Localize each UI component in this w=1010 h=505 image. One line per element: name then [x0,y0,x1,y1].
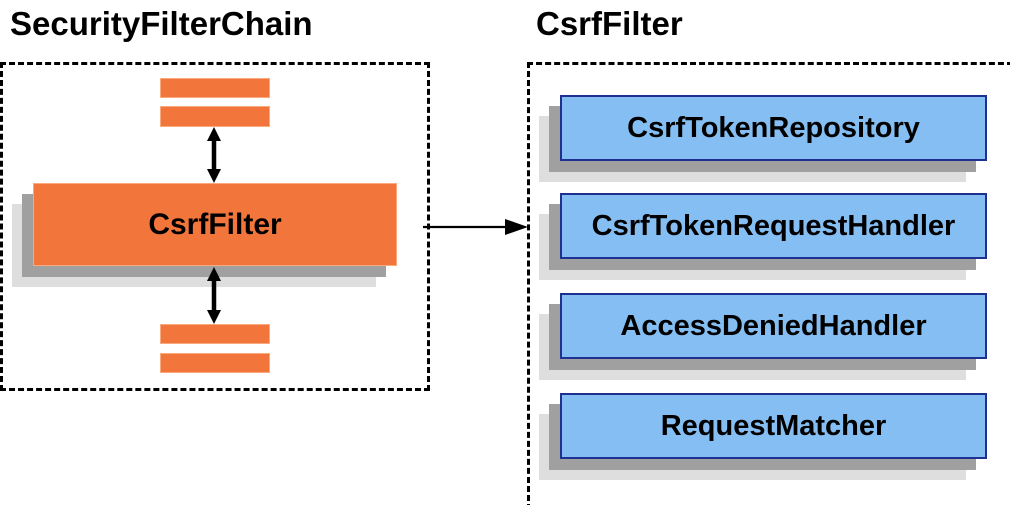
component-label: CsrfTokenRequestHandler [591,209,956,242]
component-label: CsrfTokenRepository [627,111,920,144]
filter-placeholder-bar [160,106,270,127]
flow-arrow-icon [423,219,528,235]
double-arrow-icon [207,127,221,183]
component-node-csrf-token-repository: CsrfTokenRepository [560,95,987,161]
component-label: RequestMatcher [660,409,887,442]
filter-placeholder-bar [160,353,270,373]
right-panel-title: CsrfFilter [536,5,683,42]
csrf-filter-node-label: CsrfFilter [148,207,282,241]
filter-placeholder-bar [160,324,270,344]
csrf-filter-node: CsrfFilter [33,183,397,266]
component-node-access-denied-handler: AccessDeniedHandler [560,293,987,359]
component-node-csrf-token-request-handler: CsrfTokenRequestHandler [560,193,987,259]
component-label: AccessDeniedHandler [620,309,927,342]
double-arrow-icon [207,267,221,324]
csrf-filter-container [527,62,1010,505]
left-panel-title: SecurityFilterChain [10,5,313,42]
filter-placeholder-bar [160,78,270,98]
component-node-request-matcher: RequestMatcher [560,393,987,459]
